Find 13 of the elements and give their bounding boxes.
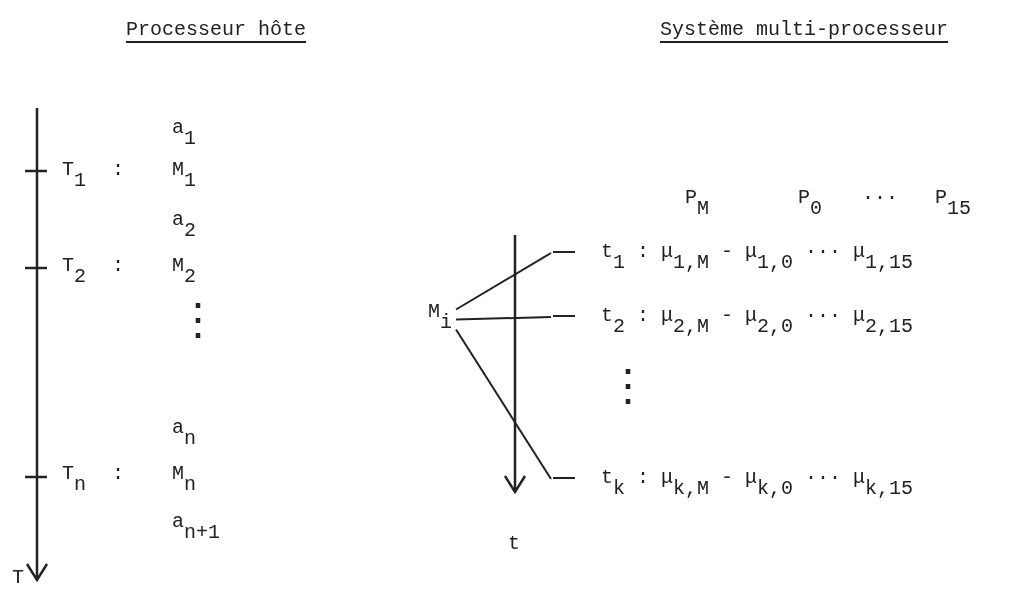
- colon: :: [112, 254, 124, 278]
- colon: :: [112, 158, 124, 182]
- ellipsis: ···: [862, 186, 898, 210]
- connector-line: [455, 328, 552, 480]
- connector-line: [455, 316, 552, 321]
- ellipsis: ⋮: [176, 300, 220, 344]
- ellipsis: ⋮: [606, 366, 650, 410]
- axis-label: T: [12, 566, 24, 590]
- connector-line: [455, 252, 552, 311]
- colon: :: [112, 462, 124, 486]
- heading: Système multi-processeur: [660, 18, 949, 42]
- axis-label: t: [508, 532, 520, 556]
- heading: Processeur hôte: [126, 18, 307, 42]
